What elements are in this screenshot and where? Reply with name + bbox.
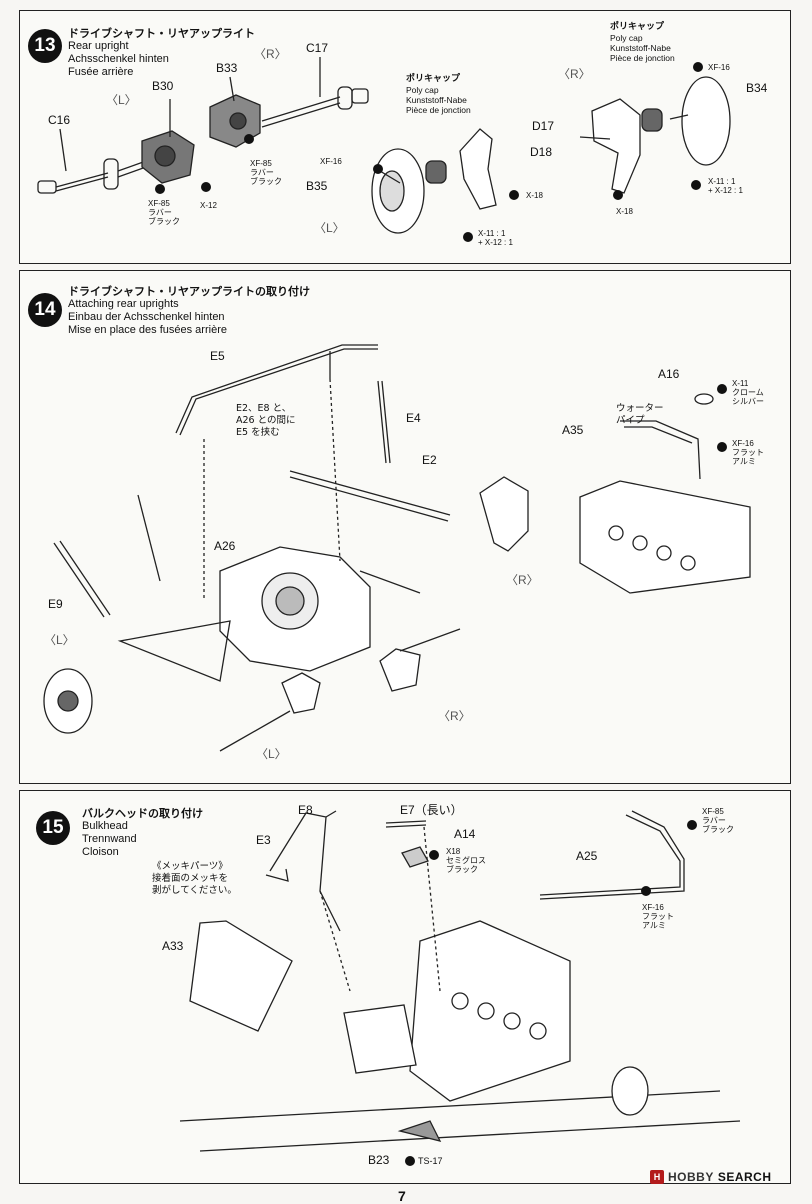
part-label-a16: A16 <box>658 367 680 381</box>
part-label-d18: D18 <box>530 145 553 159</box>
water-pipe-label: ウォーター パイプ <box>616 403 664 426</box>
step-number: 14 <box>28 293 62 327</box>
paint-code-xf16: XF-16 <box>642 903 664 912</box>
step-title-de: Trennwand <box>82 833 137 845</box>
side-label-right: 〈R〉 <box>558 67 591 81</box>
step-title-fr: Cloison <box>82 846 119 858</box>
paint-code-xf16: XF-16 <box>732 439 754 448</box>
part-label-e9: E9 <box>48 597 63 611</box>
paint-code-xf16: XF-16 <box>320 157 342 166</box>
part-label-b30: B30 <box>152 79 174 93</box>
watermark-name-2: SEARCH <box>717 1170 772 1184</box>
part-label-b34: B34 <box>746 81 768 95</box>
side-label-left: 〈L〉 <box>314 221 345 235</box>
part-label-a25: A25 <box>576 849 598 863</box>
step-title-fr: Fusée arrière <box>68 66 134 78</box>
side-label-right: 〈R〉 <box>438 709 471 723</box>
step-title-en: Rear upright <box>68 40 129 52</box>
step-title-fr: Mise en place des fusées arrière <box>68 324 227 336</box>
step-15-panel: 15 バルクヘッドの取り付け Bulkhead Trennwand Cloiso… <box>19 790 791 1184</box>
step-14-panel: 14 ドライブシャフト・リヤアップライトの取り付け Attaching rear… <box>19 270 791 784</box>
step-title-de: Achsschenkel hinten <box>68 53 169 65</box>
paint-code-x18: X-18 <box>616 207 633 216</box>
part-label-a35: A35 <box>562 423 584 437</box>
part-label-e4: E4 <box>406 411 421 425</box>
step-title-jp: ドライブシャフト・リヤアップライト <box>68 27 255 40</box>
polycap-label: Poly cap Kunststoff-Nabe Pièce de joncti… <box>610 33 675 63</box>
step-title-en: Bulkhead <box>82 820 128 832</box>
paint-mix: X-11 : 1 + X-12 : 1 <box>708 177 743 195</box>
paint-code-x18: X-18 <box>526 191 543 200</box>
watermark-name-1: HOBBY <box>668 1170 714 1184</box>
step-15-illustration <box>179 810 741 1166</box>
part-label-c16: C16 <box>48 113 71 127</box>
paint-name-jp: ラバー ブラック <box>250 168 282 186</box>
part-label-e3: E3 <box>256 833 271 847</box>
paint-name-jp: フラット アルミ <box>642 912 674 930</box>
paint-name-jp: ラバー ブラック <box>702 816 734 834</box>
paint-code-x18: X18 <box>446 847 461 856</box>
part-label-e7: E7（長い） <box>400 803 463 817</box>
part-label-a26: A26 <box>214 539 236 553</box>
step-number: 15 <box>36 811 70 845</box>
polycap-label-jp: ポリキャップ <box>406 74 461 84</box>
side-label-left: 〈L〉 <box>106 93 137 107</box>
step-14-illustration <box>43 344 751 752</box>
assembly-note: E2、E8 と、 A26 との間に E5 を挟む <box>236 403 296 438</box>
paint-name-jp: クローム シルバー <box>732 388 764 406</box>
part-label-a14: A14 <box>454 827 476 841</box>
part-label-d17: D17 <box>532 119 555 133</box>
part-label-a33: A33 <box>162 939 184 953</box>
side-label-left: 〈L〉 <box>256 747 287 761</box>
paint-name-jp: フラット アルミ <box>732 448 764 466</box>
step-title-jp: バルクヘッドの取り付け <box>82 807 203 820</box>
paint-code-ts17: TS-17 <box>418 1156 443 1166</box>
polycap-label: Poly cap Kunststoff-Nabe Pièce de joncti… <box>406 85 471 115</box>
part-label-b33: B33 <box>216 61 238 75</box>
step-title-en: Attaching rear uprights <box>68 298 179 310</box>
paint-code-x11: X-11 <box>732 379 749 388</box>
part-label-c17: C17 <box>306 41 329 55</box>
paint-code-xf16: XF-16 <box>708 63 730 72</box>
part-label-e5: E5 <box>210 349 225 363</box>
step-13-panel: 13 ドライブシャフト・リヤアップライト Rear upright Achssc… <box>19 10 791 264</box>
side-label-left: 〈L〉 <box>44 633 75 647</box>
paint-mix: X-11 : 1 + X-12 : 1 <box>478 229 513 247</box>
hobby-search-icon: H <box>650 1170 664 1184</box>
step-number: 13 <box>28 29 62 63</box>
side-label-right: 〈R〉 <box>506 573 539 587</box>
watermark-logo: H HOBBY SEARCH <box>650 1170 772 1184</box>
step-title-jp: ドライブシャフト・リヤアップライトの取り付け <box>68 285 310 298</box>
paint-code-x12: X-12 <box>200 201 217 210</box>
part-label-b35: B35 <box>306 179 328 193</box>
paint-code-xf85: XF-85 <box>250 159 272 168</box>
polycap-label-jp: ポリキャップ <box>610 22 665 32</box>
part-label-b23: B23 <box>368 1153 390 1167</box>
part-label-e2: E2 <box>422 453 437 467</box>
part-label-e8: E8 <box>298 803 313 817</box>
paint-name-jp: セミグロス ブラック <box>446 856 486 874</box>
paint-code-xf85: XF-85 <box>148 199 170 208</box>
side-label-right: 〈R〉 <box>254 47 287 61</box>
page-number: 7 <box>398 1188 406 1204</box>
paint-code-xf85: XF-85 <box>702 807 724 816</box>
paint-name-jp: ラバー ブラック <box>148 208 180 226</box>
step-title-de: Einbau der Achsschenkel hinten <box>68 311 225 323</box>
plating-note: 《メッキパーツ》 接着面のメッキを 剥がしてください。 <box>152 861 237 896</box>
step-13-illustration <box>37 57 731 242</box>
